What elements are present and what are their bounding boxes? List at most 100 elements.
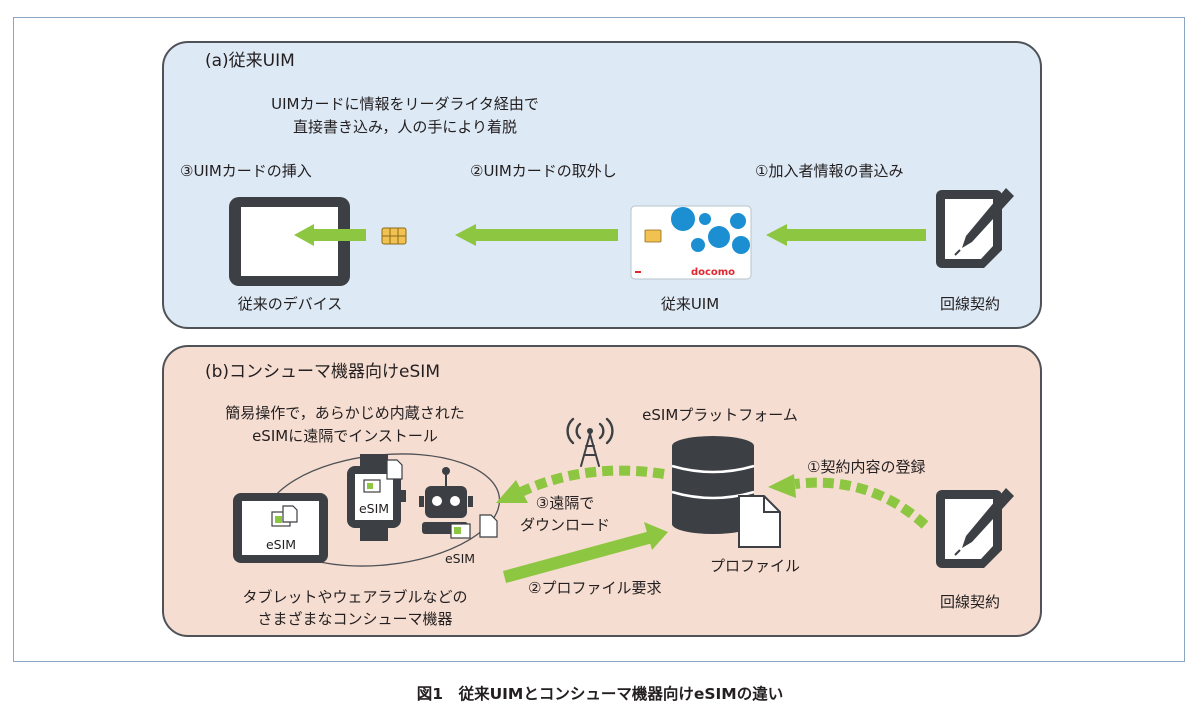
robot-sim-chip — [454, 527, 461, 534]
contract-doc-paper — [945, 199, 993, 259]
tablet-b-sim-chip — [275, 516, 282, 523]
devices-line2: さまざまなコンシューマ機器 — [257, 610, 453, 628]
figure-caption: 図1 従来UIMとコンシューマ機器向けeSIMの違い — [416, 685, 784, 703]
arrow-register-contract-path — [794, 477, 929, 529]
arrow-insert-uim-head — [294, 224, 314, 246]
antenna-tower — [580, 433, 600, 467]
robot-doc — [479, 514, 498, 538]
uim-card-chip — [644, 229, 662, 243]
step-register-contract: ①契約内容の登録 — [807, 458, 926, 476]
db-bottom — [672, 514, 754, 534]
robot-head — [425, 486, 467, 518]
db-band-1 — [671, 464, 755, 474]
db-top — [672, 436, 754, 456]
uim-card-dot-2 — [699, 213, 711, 225]
step-request-profile: ②プロファイル要求 — [528, 579, 662, 597]
label-conventional-uim: 従来UIM — [660, 295, 720, 313]
antenna-wave-right-inner — [598, 422, 605, 440]
step-write-subscriber: ①加入者情報の書込み — [755, 162, 904, 180]
robot-icon: eSIM — [419, 467, 498, 566]
arrow-register-contract-head — [768, 474, 796, 498]
contract-pen-tip — [954, 249, 961, 256]
contract-pen — [962, 188, 1014, 248]
watch-crown — [401, 490, 406, 502]
arrow-write-subscriber-shaft — [785, 229, 926, 241]
tablet-screen — [241, 207, 338, 276]
antenna-icon — [566, 417, 614, 467]
panel-a-note-line1: UIMカードに情報をリーダライタ経由で — [271, 95, 539, 113]
antenna-wave-left-outer — [566, 417, 575, 445]
contract-doc-b-paper — [945, 499, 993, 559]
uim-card-icon: docomo — [630, 205, 752, 280]
label-profile: プロファイル — [709, 557, 800, 575]
panel-b-note-line1: 簡易操作で，あらかじめ内蔵された — [225, 404, 465, 422]
arrow-remove-uim — [455, 224, 618, 246]
uim-card-dot-6 — [732, 236, 750, 254]
document-icon — [738, 495, 781, 548]
robot-ear-left — [419, 496, 424, 507]
sim-chip-icon — [381, 227, 407, 245]
tablet-icon: eSIM — [233, 493, 328, 563]
step-insert-uim: ③UIMカードの挿入 — [180, 162, 312, 180]
label-line-contract-b: 回線契約 — [939, 593, 1000, 611]
arrow-insert-uim-shaft — [312, 229, 366, 241]
antenna-wave-right-outer — [605, 417, 614, 445]
watch-band-top — [360, 454, 388, 468]
panel-b-title: (b)コンシューマ機器向けeSIM — [205, 362, 440, 382]
tablet-esim-label: eSIM — [266, 537, 296, 552]
watch-doc — [386, 459, 403, 480]
uim-card-dot-1 — [671, 207, 695, 231]
robot-antenna-tip — [442, 467, 450, 475]
figure-frame — [13, 17, 1185, 662]
watch-esim-label: eSIM — [359, 501, 389, 516]
watch-band-bottom — [360, 526, 388, 541]
arrow-write-subscriber — [766, 224, 926, 246]
arrow-profile-request — [503, 522, 668, 583]
label-line-contract-a: 回線契約 — [939, 295, 1000, 313]
arrow-write-subscriber-head — [766, 224, 787, 246]
label-conventional-device: 従来のデバイス — [237, 295, 343, 313]
step-remove-uim: ②UIMカードの取外し — [470, 162, 617, 180]
label-esim-platform: eSIMプラットフォーム — [642, 406, 798, 424]
panel-a-note-line2: 直接書き込み，人の手により着脱 — [292, 118, 518, 136]
step-remote-download-line1: ③遠隔で — [535, 494, 595, 512]
robot-esim-label: eSIM — [445, 551, 475, 566]
arrow-remote-download — [496, 465, 665, 503]
tablet-icon — [229, 197, 350, 286]
antenna-wave-left-inner — [575, 422, 582, 440]
arrow-profile-request-shaft — [503, 531, 653, 583]
arrow-profile-request-head — [644, 522, 668, 550]
robot-eye-right — [450, 496, 460, 506]
arrow-register-contract — [768, 474, 929, 529]
uim-card-brand: docomo — [691, 267, 735, 278]
uim-card-dot-3 — [708, 226, 730, 248]
contract-pen-icon — [936, 488, 1014, 568]
contract-b-pen-tip — [954, 549, 961, 556]
uim-card-dot-5 — [691, 238, 705, 252]
robot-eye-left — [432, 496, 442, 506]
devices-line1: タブレットやウェアラブルなどの — [242, 588, 468, 606]
db-band-2 — [671, 490, 755, 500]
arrow-insert-uim — [294, 224, 366, 246]
profile-doc-fold — [763, 496, 780, 513]
smartwatch-icon: eSIM — [347, 454, 406, 541]
watch-sim-chip — [367, 483, 373, 489]
tablet-b-screen — [242, 501, 319, 555]
arrow-remove-uim-shaft — [474, 229, 618, 241]
contract-b-pen — [962, 488, 1014, 548]
uim-card-body — [630, 205, 752, 280]
uim-card-dot-4 — [730, 213, 746, 229]
antenna-top — [587, 428, 593, 434]
tablet-b-doc — [282, 505, 298, 523]
arrow-remote-download-head — [496, 480, 528, 503]
contract-pen-icon — [936, 188, 1014, 268]
arrow-remote-download-path — [518, 465, 665, 497]
panel-consumer-esim — [162, 345, 1042, 637]
step-remote-download-line2: ダウンロード — [519, 516, 610, 534]
panel-a-title: (a)従来UIM — [205, 51, 295, 71]
robot-ear-right — [468, 496, 473, 507]
profile-doc-page — [738, 495, 781, 548]
panel-b-note-line2: eSIMに遠隔でインストール — [252, 427, 438, 445]
arrow-remove-uim-head — [455, 224, 476, 246]
